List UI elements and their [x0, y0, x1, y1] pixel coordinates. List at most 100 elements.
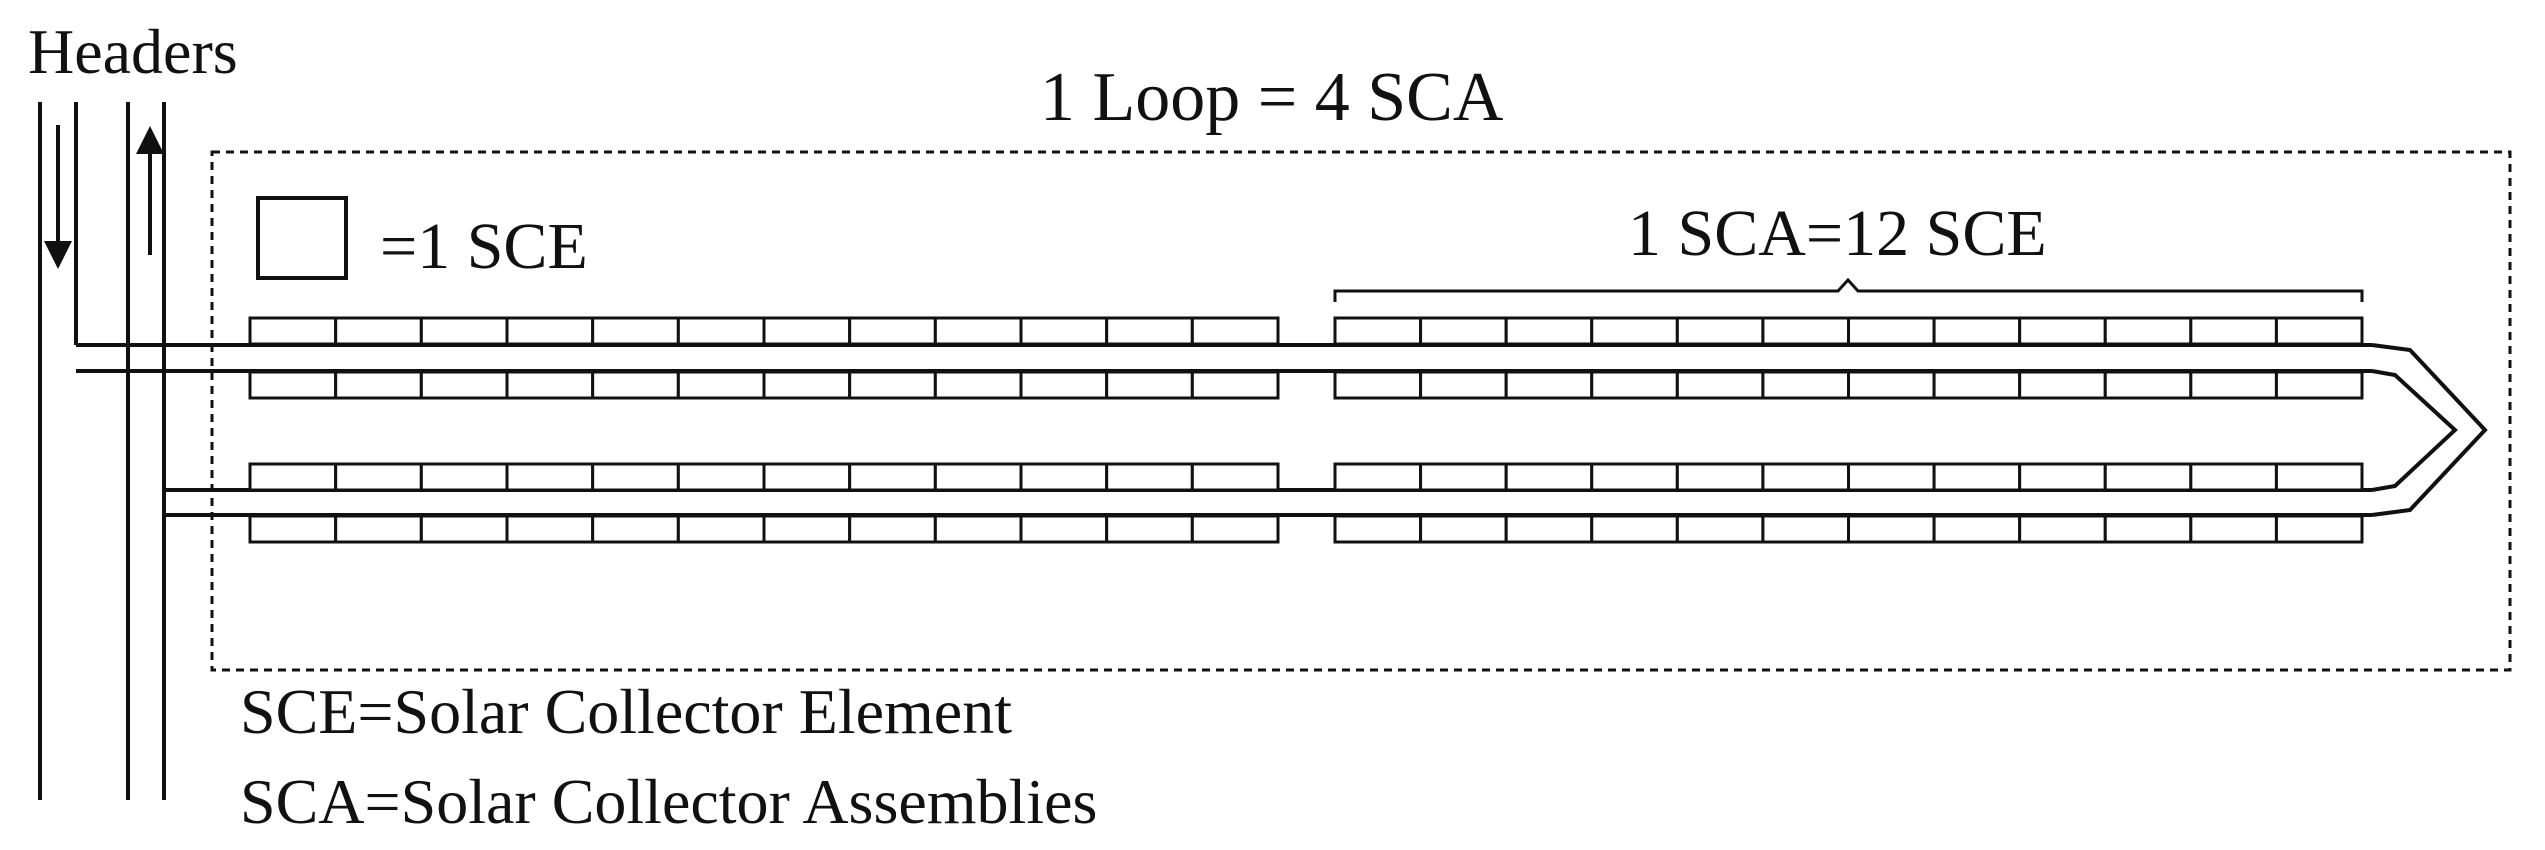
sce-box: [419, 370, 509, 400]
sce-box: [1590, 514, 1679, 544]
sca-2: [1333, 316, 2364, 400]
sce-box: [1675, 514, 1765, 544]
sce-box: [1675, 316, 1765, 346]
sca-1: [248, 316, 1280, 400]
sce-box: [1190, 370, 1280, 400]
sce-box: [676, 514, 766, 544]
sce-box: [848, 316, 937, 346]
sce-box: [1932, 316, 2022, 346]
sce-box: [334, 462, 423, 492]
sce-box: [762, 462, 852, 492]
sce-box: [2018, 462, 2107, 492]
sce-box: [591, 514, 680, 544]
sce-box: [848, 462, 937, 492]
sce-box: [1333, 462, 1423, 492]
sce-definition: SCE=Solar Collector Element: [240, 676, 1012, 747]
loop-boundary: [210, 150, 2512, 672]
sce-box: [848, 370, 937, 400]
sce-box: [1105, 370, 1194, 400]
sce-box: [1105, 462, 1194, 492]
sce-box: [1333, 370, 1423, 400]
sce-box: [248, 316, 338, 346]
sce-legend-label: =1 SCE: [380, 210, 588, 283]
sce-box: [334, 316, 423, 346]
sce-box: [1847, 316, 1936, 346]
sce-box: [2189, 316, 2278, 346]
sce-box: [505, 462, 595, 492]
sca-count-label: 1 SCA=12 SCE: [1628, 197, 2047, 270]
sce-box: [334, 514, 423, 544]
sca-brace: [1333, 277, 2364, 302]
sca-definition: SCA=Solar Collector Assemblies: [240, 766, 1097, 837]
sce-box: [1419, 462, 1508, 492]
sce-box: [1590, 370, 1679, 400]
sce-box: [2274, 370, 2364, 400]
sce-box: [1761, 316, 1850, 346]
sce-box: [2103, 462, 2193, 492]
sce-box: [591, 370, 680, 400]
sce-box: [2018, 514, 2107, 544]
sce-box: [2018, 370, 2107, 400]
sce-box: [1675, 370, 1765, 400]
sce-box: [1847, 462, 1936, 492]
sce-box: [1675, 462, 1765, 492]
sce-box: [762, 370, 852, 400]
sce-box: [2274, 462, 2364, 492]
sce-box: [848, 514, 937, 544]
sce-box: [676, 316, 766, 346]
sce-box: [1761, 462, 1850, 492]
sce-box: [1333, 316, 1423, 346]
sce-box: [1504, 462, 1594, 492]
sce-box: [2103, 514, 2193, 544]
sce-box: [248, 370, 338, 400]
sce-box: [248, 514, 338, 544]
sce-box: [1847, 370, 1936, 400]
sce-box: [1932, 370, 2022, 400]
sce-box: [1419, 316, 1508, 346]
sce-box: [1333, 514, 1423, 544]
sce-box: [1761, 514, 1850, 544]
sce-box: [505, 514, 595, 544]
sce-box: [1932, 462, 2022, 492]
sce-box: [933, 514, 1023, 544]
sce-box: [1932, 514, 2022, 544]
sce-box: [762, 316, 852, 346]
sce-box: [505, 370, 595, 400]
sce-box: [676, 462, 766, 492]
sce-box: [248, 462, 338, 492]
sce-box: [1190, 462, 1280, 492]
sce-box: [762, 514, 852, 544]
sce-box: [1105, 514, 1194, 544]
sce-box: [505, 316, 595, 346]
sce-box: [1761, 370, 1850, 400]
sce-box: [419, 462, 509, 492]
sce-box: [1419, 514, 1508, 544]
solar-collector-field: [248, 316, 2364, 544]
sca-4: [1333, 462, 2364, 544]
sce-box: [1190, 514, 1280, 544]
sce-box: [676, 370, 766, 400]
loop-label: 1 Loop = 4 SCA: [1040, 59, 1504, 136]
sce-box: [419, 514, 509, 544]
sce-box: [2018, 316, 2107, 346]
sce-box: [933, 462, 1023, 492]
sce-box: [1504, 514, 1594, 544]
sce-box: [1590, 462, 1679, 492]
sce-box: [1419, 370, 1508, 400]
sce-box: [933, 316, 1023, 346]
sce-box: [334, 370, 423, 400]
sce-box: [2189, 462, 2278, 492]
sce-box: [2103, 316, 2193, 346]
sce-box: [1019, 462, 1109, 492]
sce-box: [1105, 316, 1194, 346]
sce-box: [1504, 370, 1594, 400]
sce-box: [1847, 514, 1936, 544]
headers-label: Headers: [28, 16, 238, 87]
sce-box: [2189, 370, 2278, 400]
sce-box: [933, 370, 1023, 400]
sce-box: [2274, 514, 2364, 544]
sce-box: [591, 462, 680, 492]
sce-box: [2103, 370, 2193, 400]
sce-box: [1590, 316, 1679, 346]
